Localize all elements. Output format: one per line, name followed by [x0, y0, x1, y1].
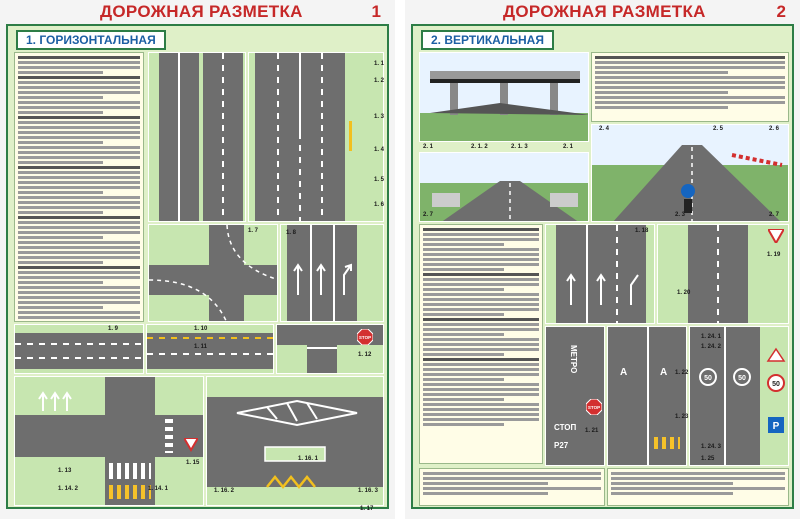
poster-board: 2. ВЕРТИКАЛЬНАЯ 2. 1 2. 1. 2 2. 1. 3 2. …: [411, 24, 794, 509]
marking-panel-curve: [148, 224, 278, 322]
poster-vertical: ДОРОЖНАЯ РАЗМЕТКА 2 2. ВЕРТИКАЛЬНАЯ 2. 1…: [405, 0, 800, 519]
road-text-a-left: А: [620, 367, 628, 378]
label-2-7: 2. 7: [423, 212, 434, 218]
label-1-10: 1. 10: [194, 326, 208, 332]
poster-title: ДОРОЖНАЯ РАЗМЕТКА: [503, 2, 706, 21]
arrows-forward: [38, 391, 72, 411]
poster-number: 2: [776, 2, 786, 21]
label-1-7: 1. 7: [248, 228, 259, 234]
bridge-graphic: [420, 71, 588, 141]
section-title: 1. ГОРИЗОНТАЛЬНАЯ: [16, 30, 166, 50]
label-2-3: 2. 3: [675, 212, 686, 218]
label-2-1-3: 2. 1. 3: [511, 144, 528, 150]
poster-horizontal: ДОРОЖНАЯ РАЗМЕТКА 1 1. ГОРИЗОНТАЛЬНАЯ: [0, 0, 395, 519]
svg-text:P: P: [773, 421, 780, 432]
label-1-18: 1. 18: [635, 228, 649, 234]
label-1-14-1: 1. 14. 1: [148, 486, 169, 492]
description-text-block: [14, 52, 144, 322]
stop-sign-icon: STOP: [357, 329, 373, 345]
label-1-16-3: 1. 16. 3: [358, 488, 379, 494]
svg-text:50: 50: [738, 375, 746, 382]
highway-perspective: [591, 124, 789, 222]
label-2-1: 2. 1: [423, 144, 434, 150]
label-1-2: 1. 2: [374, 78, 385, 84]
vertical-text-block: [591, 52, 789, 122]
label-2-1b: 2. 1: [563, 144, 574, 150]
label-1-8: 1. 8: [286, 230, 297, 236]
label-1-16-1: 1. 16. 1: [298, 456, 319, 462]
svg-text:STOP: STOP: [359, 335, 371, 340]
label-1-9: 1. 9: [108, 326, 119, 332]
bottom-text-block: [419, 224, 543, 464]
label-1-24-2: 1. 24. 2: [701, 344, 722, 350]
island-markings: [236, 399, 358, 490]
marking-panel-approach: [657, 224, 789, 324]
label-1-24-1: 1. 24. 1: [701, 334, 722, 340]
label-1-21: 1. 21: [585, 428, 599, 434]
label-1-17: 1. 17: [360, 506, 374, 512]
label-1-13: 1. 13: [58, 468, 72, 474]
label-1-5: 1. 5: [374, 177, 385, 183]
road-text-a-right: А: [660, 367, 668, 378]
stop-sign-icon: STOP: [586, 399, 602, 415]
label-1-20: 1. 20: [677, 290, 691, 296]
label-1-25: 1. 25: [701, 456, 715, 462]
label-1-22: 1. 22: [675, 370, 689, 376]
label-2-5: 2. 5: [713, 126, 724, 132]
section-title: 2. ВЕРТИКАЛЬНАЯ: [421, 30, 554, 50]
marking-panel-text-road: МЕТРО СТОП P27 STOP: [545, 326, 605, 466]
label-1-6: 1. 6: [374, 202, 385, 208]
marking-panel-lanes: [248, 52, 384, 222]
poster-board: 1. ГОРИЗОНТАЛЬНАЯ: [6, 24, 389, 512]
label-1-24-3: 1. 24. 3: [701, 444, 722, 450]
yield-sign-icon: [184, 438, 198, 452]
svg-text:50: 50: [772, 381, 780, 388]
label-2-6: 2. 6: [769, 126, 780, 132]
marking-panel-yellow: [146, 324, 274, 374]
highway-graphic: [592, 145, 788, 221]
label-1-12: 1. 12: [358, 352, 372, 358]
road-perspective-graphic: [420, 181, 588, 221]
lane-arrows: [566, 273, 639, 305]
sign-markings: 50 50 50 P: [699, 347, 786, 433]
yield-sign-icon: [768, 229, 784, 243]
marking-panel-arrows: [280, 224, 384, 322]
marking-panel-stop-line: STOP: [276, 324, 384, 374]
marking-panel-sign-duplicates: 50 50 50 P: [689, 326, 789, 466]
label-1-4: 1. 4: [374, 147, 385, 153]
road-perspective-left: [419, 152, 589, 222]
arrow-markings: [293, 263, 352, 295]
label-2-1-2: 2. 1. 2: [471, 144, 488, 150]
label-1-19: 1. 19: [767, 252, 781, 258]
road-text-stop: СТОП: [554, 423, 577, 432]
marking-panel-crosswalk: [14, 376, 204, 506]
label-1-16-2: 1. 16. 2: [214, 488, 235, 494]
poster-title: ДОРОЖНАЯ РАЗМЕТКА: [100, 2, 303, 21]
marking-panel-lines: [148, 52, 246, 222]
marking-panel-reversible: [14, 324, 144, 374]
road-text-p27: P27: [554, 441, 569, 450]
marking-panel-bus-lane: А А: [607, 326, 687, 466]
label-1-15: 1. 15: [186, 460, 200, 466]
label-2-7b: 2. 7: [769, 212, 780, 218]
svg-text:STOP: STOP: [588, 405, 600, 410]
poster-number: 1: [371, 2, 381, 21]
bridge-illustration: [419, 52, 589, 142]
caption-text-right: [607, 468, 789, 506]
label-1-11: 1. 11: [194, 344, 208, 350]
label-1-3: 1. 3: [374, 114, 385, 120]
label-2-4: 2. 4: [599, 126, 610, 132]
label-1-23: 1. 23: [675, 414, 689, 420]
marking-panel-lane-arrows: [545, 224, 655, 324]
label-1-1: 1. 1: [374, 61, 385, 67]
curve-road-graphic: [149, 225, 277, 321]
marking-panel-islands: [206, 376, 384, 506]
label-1-14-2: 1. 14. 2: [58, 486, 79, 492]
road-text-metro: МЕТРО: [569, 345, 578, 374]
caption-text-left: [419, 468, 605, 506]
svg-text:50: 50: [704, 375, 712, 382]
